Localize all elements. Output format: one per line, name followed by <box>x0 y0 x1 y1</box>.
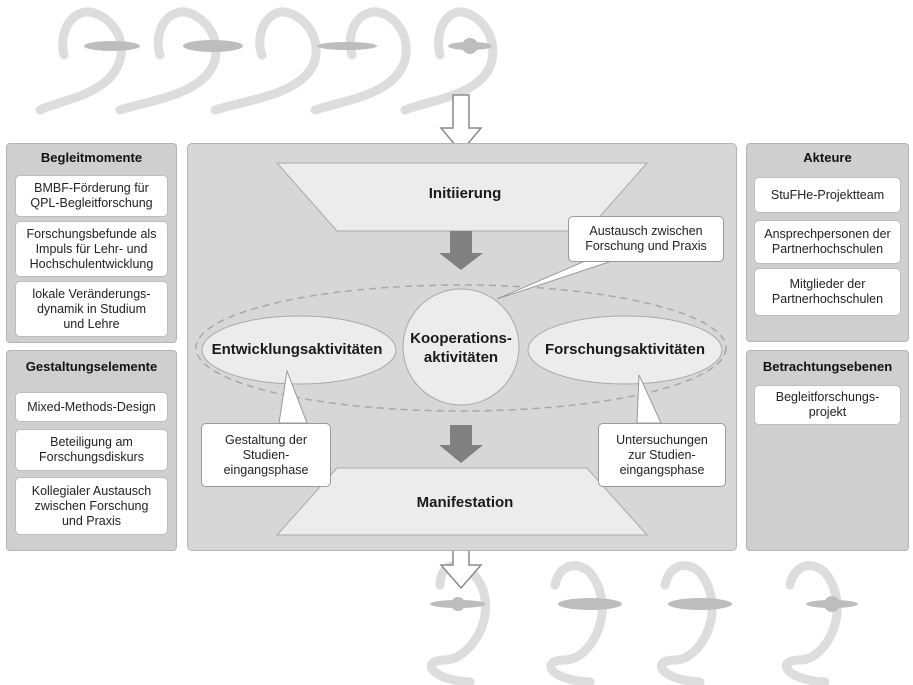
list-item: Mixed-Methods-Design <box>15 392 168 422</box>
bottom-node-1 <box>451 597 465 611</box>
panel-title: Betrachtungsebenen <box>762 359 893 374</box>
panel-title: Begleitmomente <box>40 150 143 165</box>
down-arrow-1 <box>439 231 483 270</box>
panel-gestaltungselemente: Gestaltungselemente Mixed-Methods-Design… <box>6 350 177 551</box>
manifestation-shape <box>275 467 649 536</box>
list-item: Ansprechpersonen der Partnerhochschulen <box>754 220 901 264</box>
cooperation-label: Kooperations- aktivitäten <box>410 330 512 366</box>
panel-betrachtungsebenen: Betrachtungsebenen Begleitforschungs- pr… <box>746 350 909 551</box>
top-loop-2 <box>115 7 221 115</box>
manifestation-label: Manifestation <box>416 493 514 511</box>
panel-title: Gestaltungselemente <box>25 359 158 374</box>
list-item: Forschungsbefunde als Impuls für Lehr- u… <box>15 221 168 277</box>
top-loop-3 <box>210 7 321 115</box>
bottom-loop-4 <box>782 561 842 685</box>
panel-begleitmomente: Begleitmomente BMBF-Förderung für QPL-Be… <box>6 143 177 343</box>
bottom-loop-2 <box>546 561 607 685</box>
list-item: Beteiligung am Forschungsdiskurs <box>15 429 168 471</box>
callout-tail-exchange <box>496 260 613 300</box>
down-arrow-2 <box>439 425 483 463</box>
list-item: Begleitforschungs- projekt <box>754 385 901 425</box>
cooperation-shape <box>402 288 520 406</box>
initiation-label: Initiierung <box>428 184 502 202</box>
top-hollow-arrow <box>439 94 483 154</box>
list-item: BMBF-Förderung für QPL-Begleitforschung <box>15 175 168 217</box>
top-loop-5 <box>400 7 498 115</box>
callout-studies: Untersuchungen zur Studien- eingangsphas… <box>598 423 726 487</box>
panel-akteure: Akteure StuFHe-Projektteam Ansprechperso… <box>746 143 909 342</box>
panel-title: Akteure <box>803 150 852 165</box>
development-shape <box>201 315 397 385</box>
bottom-node-4 <box>824 596 840 612</box>
list-item: lokale Veränderungs- dynamik in Studium … <box>15 281 168 337</box>
top-loop-4 <box>310 7 411 115</box>
top-spindle-2 <box>183 40 243 52</box>
cooperation-ring <box>195 284 727 412</box>
research-shape <box>527 315 723 385</box>
top-spindle-1 <box>84 41 140 51</box>
top-node-4 <box>462 38 478 54</box>
bottom-spindle-3 <box>668 598 732 610</box>
callout-exchange: Austausch zwischen Forschung und Praxis <box>568 216 724 262</box>
list-item: Mitglieder der Partnerhochschulen <box>754 268 901 316</box>
top-loop-1 <box>35 7 126 115</box>
callout-design: Gestaltung der Studien- eingangsphase <box>201 423 331 487</box>
bottom-loop-3 <box>657 561 717 685</box>
bottom-spindle-2 <box>558 598 622 610</box>
list-item: StuFHe-Projektteam <box>754 177 901 213</box>
list-item: Kollegialer Austausch zwischen Forschung… <box>15 477 168 535</box>
research-label: Forschungsaktivitäten <box>544 340 706 358</box>
development-label: Entwicklungsaktivitäten <box>211 340 383 358</box>
top-spindle-3 <box>317 42 377 50</box>
